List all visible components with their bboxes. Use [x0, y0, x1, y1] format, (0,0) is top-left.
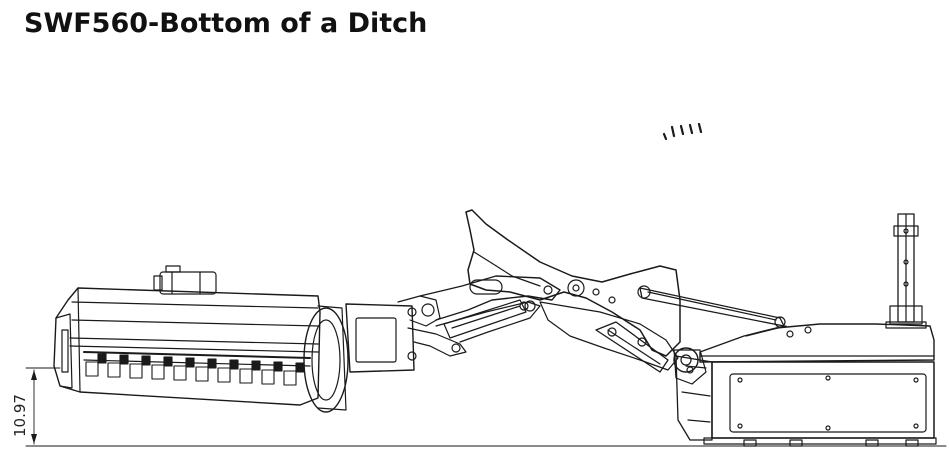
hydraulic-motor: [153, 265, 217, 295]
boom-cylinders: [595, 285, 786, 385]
height-dimension: 10.97: [11, 367, 61, 447]
dimension-label: 10.97: [11, 394, 29, 437]
mulcher-head: [53, 265, 349, 413]
hose-marks: [662, 122, 703, 141]
skid-frame: [703, 437, 937, 447]
mast: [885, 213, 927, 329]
tilt-bracket: [345, 295, 467, 373]
page-title: SWF560-Bottom of a Ditch: [24, 8, 428, 39]
skid-roller: [303, 305, 349, 413]
dipper-cylinder: [443, 299, 529, 339]
tractor-frame: [675, 323, 935, 441]
rotor-teeth: [83, 351, 311, 386]
